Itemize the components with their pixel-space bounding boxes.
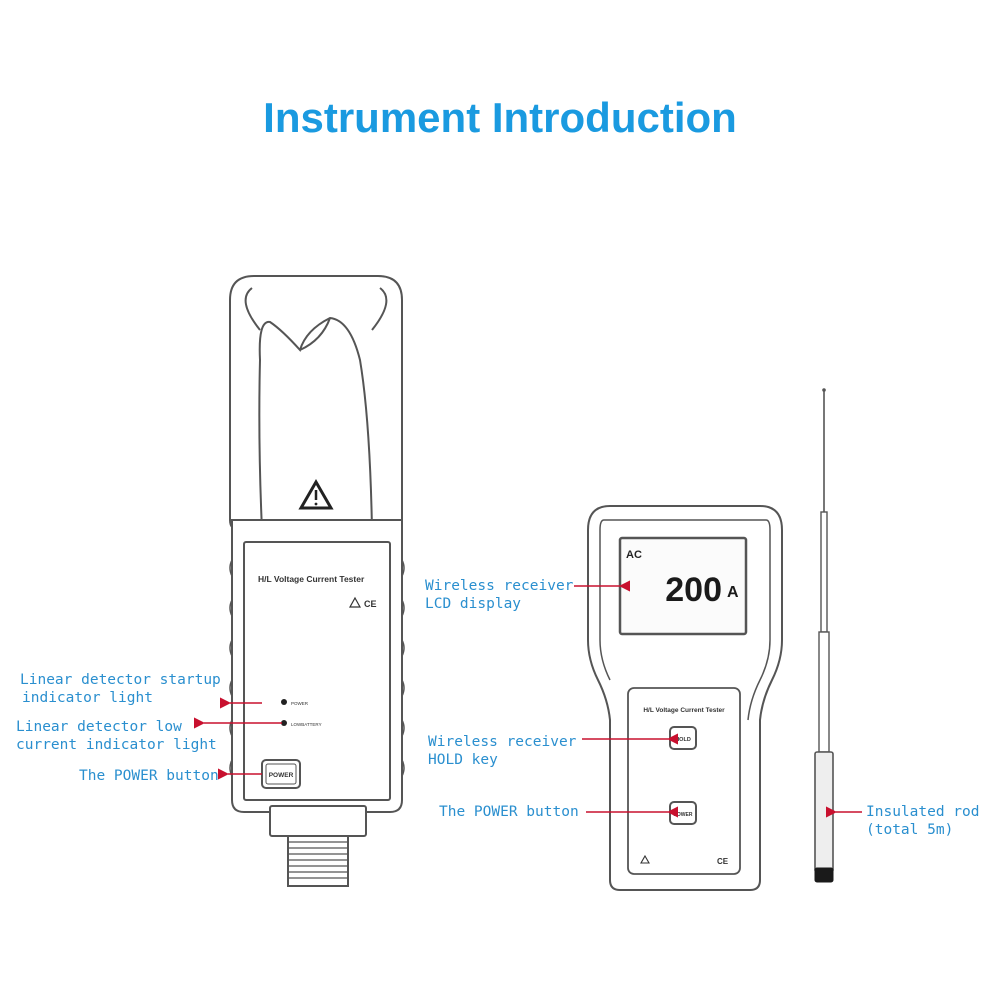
- page-title: Instrument Introduction: [263, 94, 737, 141]
- label-clamp-power-button: The POWER button: [79, 768, 219, 784]
- lowbattery-led-label: LOWBATTERY: [291, 722, 322, 727]
- receiver-brand: H/L Voltage Current Tester: [643, 707, 725, 714]
- label-lcd-display: Wireless receiver LCD display: [425, 578, 574, 612]
- label-low-current-light: Linear detector low current indicator li…: [16, 719, 217, 753]
- label-hold-key: Wireless receiver HOLD key: [428, 734, 577, 768]
- label-startup-light: Linear detector startup indicator light: [20, 672, 221, 706]
- insulated-rod: [814, 388, 834, 883]
- ce-mark-icon: CE: [717, 857, 729, 866]
- clamp-connector: [269, 805, 367, 837]
- receiver-key-panel: [627, 687, 741, 875]
- clamp-jaw: [229, 275, 403, 531]
- hold-button-label[interactable]: HOLD: [675, 737, 691, 743]
- power-led: [281, 699, 287, 705]
- ce-mark-icon: CE: [364, 599, 377, 609]
- warning-triangle-icon: [640, 854, 650, 864]
- receiver-power-button-label[interactable]: POWER: [674, 812, 693, 818]
- power-led-label: POWER: [291, 701, 309, 706]
- lcd-unit: A: [727, 584, 739, 601]
- warning-triangle-icon: [348, 596, 362, 608]
- lcd-value: 200: [665, 571, 722, 609]
- rod-handle: [814, 751, 834, 873]
- callout-arrows: [193, 580, 862, 818]
- lowbattery-led: [281, 720, 287, 726]
- wireless-receiver: [587, 505, 783, 891]
- lcd-mode: AC: [626, 549, 642, 561]
- label-insulated-rod: Insulated rod (total 5m): [866, 804, 980, 838]
- clamp-brand: H/L Voltage Current Tester: [258, 574, 365, 584]
- clamp-meter: [229, 275, 405, 887]
- label-receiver-power-button: The POWER button: [439, 804, 579, 820]
- clamp-power-button-label[interactable]: POWER: [269, 772, 294, 779]
